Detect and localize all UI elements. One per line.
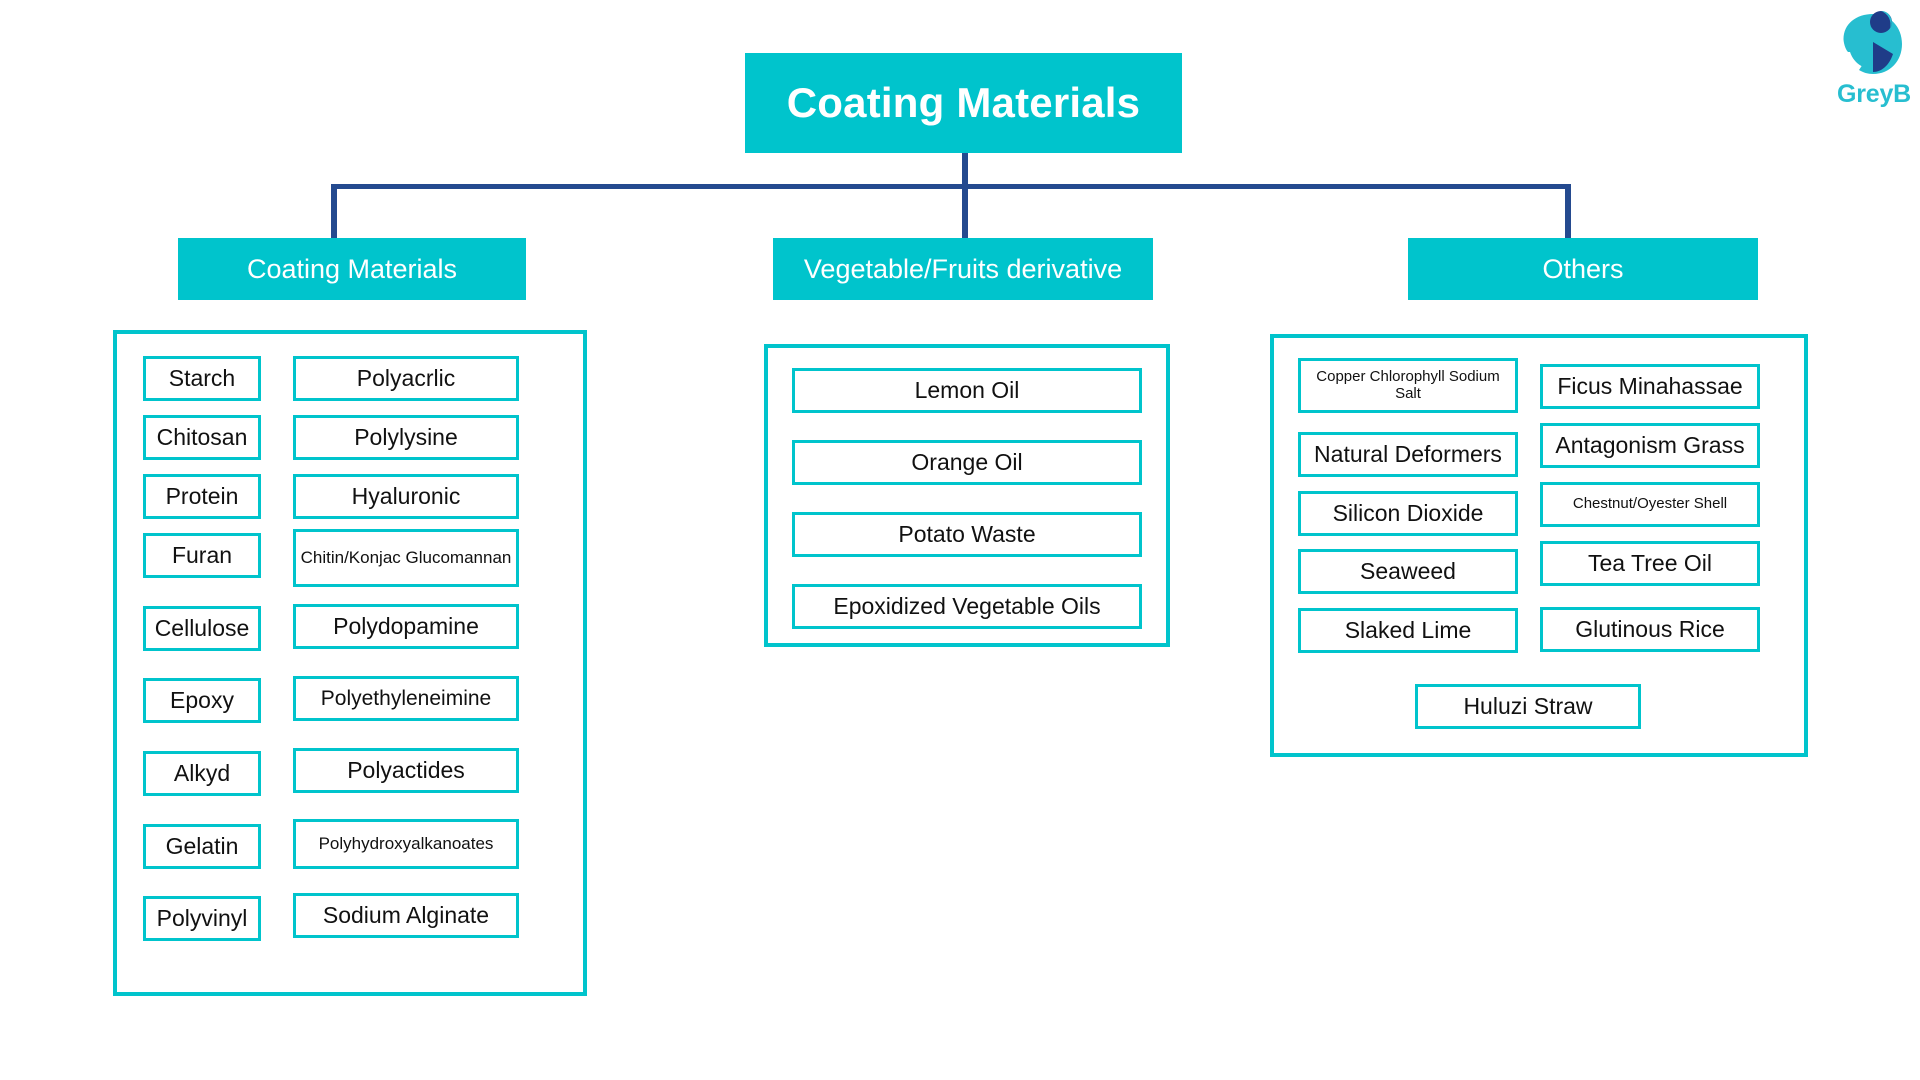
item-box[interactable]: Antagonism Grass: [1540, 423, 1760, 468]
item-box[interactable]: Copper Chlorophyll Sodium Salt: [1298, 358, 1518, 413]
item-box[interactable]: Ficus Minahassae: [1540, 364, 1760, 409]
item-box[interactable]: Chestnut/Oyester Shell: [1540, 482, 1760, 527]
connector-branch-right: [1565, 184, 1571, 238]
connector-branch-left: [331, 184, 337, 238]
item-box[interactable]: Polyethyleneimine: [293, 676, 519, 721]
connector-branch-middle: [962, 184, 968, 238]
item-box[interactable]: Huluzi Straw: [1415, 684, 1641, 729]
item-box[interactable]: Epoxy: [143, 678, 261, 723]
panel-others: Copper Chlorophyll Sodium Salt Natural D…: [1270, 334, 1808, 757]
item-box[interactable]: Tea Tree Oil: [1540, 541, 1760, 586]
item-box[interactable]: Glutinous Rice: [1540, 607, 1760, 652]
item-box[interactable]: Protein: [143, 474, 261, 519]
item-box[interactable]: Epoxidized Vegetable Oils: [792, 584, 1142, 629]
greyb-logo-icon: [1843, 11, 1902, 74]
item-box[interactable]: Chitin/Konjac Glucomannan: [293, 529, 519, 587]
panel-vegetable-fruits-derivative: Lemon Oil Orange Oil Potato Waste Epoxid…: [764, 344, 1170, 647]
root-node-label: Coating Materials: [786, 79, 1141, 126]
connector-root-stem: [962, 153, 968, 188]
item-box[interactable]: Orange Oil: [792, 440, 1142, 485]
item-box[interactable]: Furan: [143, 533, 261, 578]
category-header-others: Others: [1408, 238, 1758, 300]
category-header-coating-materials: Coating Materials: [178, 238, 526, 300]
item-box[interactable]: Cellulose: [143, 606, 261, 651]
item-box[interactable]: Natural Deformers: [1298, 432, 1518, 477]
item-box[interactable]: Chitosan: [143, 415, 261, 460]
item-box[interactable]: Polylysine: [293, 415, 519, 460]
item-box[interactable]: Seaweed: [1298, 549, 1518, 594]
greyb-wordmark: GreyB: [1836, 80, 1912, 108]
item-box[interactable]: Polyvinyl: [143, 896, 261, 941]
greyb-logo: GreyB: [1832, 6, 1916, 118]
item-box[interactable]: Polyacrlic: [293, 356, 519, 401]
item-box[interactable]: Starch: [143, 356, 261, 401]
item-box[interactable]: Polyhydroxyalkanoates: [293, 819, 519, 869]
item-box[interactable]: Polydopamine: [293, 604, 519, 649]
item-box[interactable]: Gelatin: [143, 824, 261, 869]
item-box[interactable]: Silicon Dioxide: [1298, 491, 1518, 536]
connector-horizontal-bus: [331, 184, 1571, 189]
panel-coating-materials: Starch Chitosan Protein Furan Cellulose …: [113, 330, 587, 996]
item-box[interactable]: Lemon Oil: [792, 368, 1142, 413]
item-box[interactable]: Alkyd: [143, 751, 261, 796]
category-header-label: Others: [1542, 253, 1624, 284]
item-box[interactable]: Slaked Lime: [1298, 608, 1518, 653]
root-node-coating-materials: Coating Materials: [745, 53, 1182, 153]
category-header-vegetable-fruits-derivative: Vegetable/Fruits derivative: [773, 238, 1153, 300]
item-box[interactable]: Hyaluronic: [293, 474, 519, 519]
category-header-label: Vegetable/Fruits derivative: [803, 253, 1123, 284]
item-box[interactable]: Sodium Alginate: [293, 893, 519, 938]
item-box[interactable]: Potato Waste: [792, 512, 1142, 557]
item-box[interactable]: Polyactides: [293, 748, 519, 793]
category-header-label: Coating Materials: [246, 253, 458, 284]
